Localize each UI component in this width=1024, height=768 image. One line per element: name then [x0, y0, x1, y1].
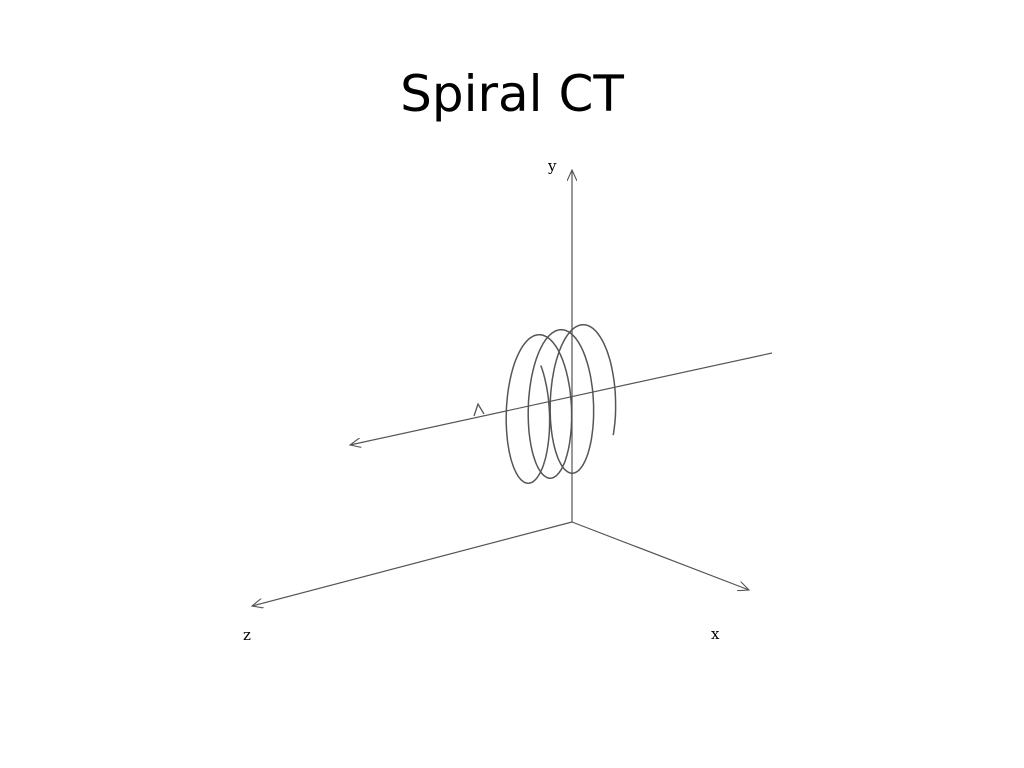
- y-axis-label: y: [547, 157, 557, 175]
- z-axis: [252, 521, 573, 606]
- spiral-start-arrow: [473, 402, 485, 417]
- scan-axis: [350, 352, 773, 445]
- z-axis-label: z: [243, 626, 251, 644]
- x-axis-label: x: [711, 625, 720, 643]
- x-axis: [571, 521, 749, 590]
- slide-title: Spiral CT: [400, 65, 624, 123]
- spiral-path: [505, 323, 617, 484]
